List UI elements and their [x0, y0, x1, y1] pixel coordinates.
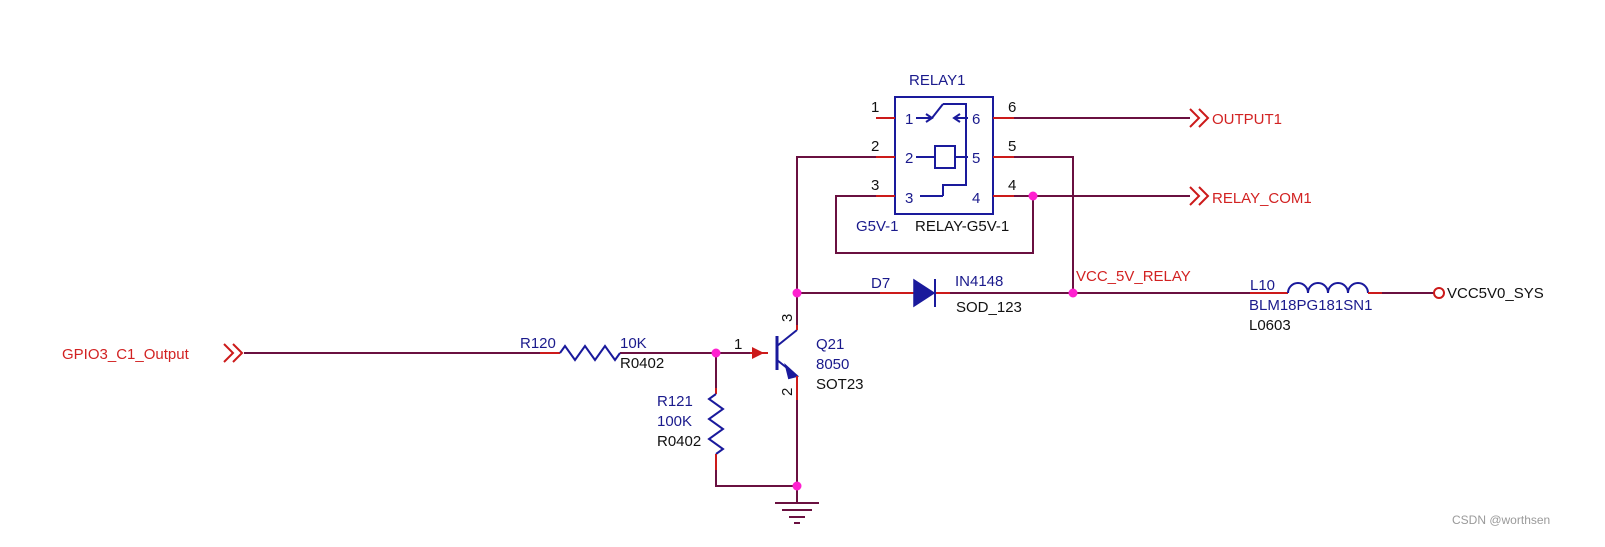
- vcc5v0-sys-port-circle: [1433, 287, 1445, 299]
- relay1-component: RELAY1 1 2 3 4 5 6 1 2 3 4 5 6 G5V-1 REL…: [856, 72, 1016, 235]
- relay-outer-pin-6: 6: [1008, 99, 1016, 116]
- relay-outer-pin-3: 3: [871, 177, 879, 194]
- relay-internal-bus: [920, 103, 967, 197]
- q21-footprint: SOT23: [816, 376, 864, 393]
- relay-inner-pin-3: 3: [905, 190, 913, 207]
- junction-vcc-node: [1068, 288, 1078, 298]
- q21-pin-collector: 3: [779, 314, 796, 322]
- r121-refdes: R121: [657, 393, 693, 410]
- relay-value: G5V-1: [856, 218, 899, 235]
- relay-inner-pin-4: 4: [972, 190, 980, 207]
- r120-value: 10K: [620, 335, 647, 352]
- q21-emitter-arrow: [784, 363, 800, 380]
- watermark-text: CSDN @worthsen: [1452, 513, 1550, 527]
- junctions: [711, 191, 1078, 491]
- diode-value: IN4148: [955, 273, 1003, 290]
- net-ports: GPIO3_C1_Output OUTPUT1 RELAY_COM1 VCC_5…: [62, 108, 1544, 363]
- r121-value: 100K: [657, 413, 692, 430]
- wire-relay-pin5-to-vcc: [1014, 156, 1074, 293]
- wires: [244, 117, 1434, 502]
- relay-coil: [934, 145, 956, 169]
- junction-base-node: [711, 348, 721, 358]
- relay-outer-pin-2: 2: [871, 138, 879, 155]
- q21-collector-line: [776, 329, 798, 347]
- relay-outer-pin-5: 5: [1008, 138, 1016, 155]
- net-label-vcc-5v-relay: VCC_5V_RELAY: [1076, 268, 1191, 285]
- inductor-value: BLM18PG181SN1: [1249, 297, 1372, 314]
- diode-footprint: SOD_123: [956, 299, 1022, 316]
- q21-base-arrow: [752, 347, 764, 359]
- wire-r121-to-ground-rail: [715, 470, 797, 487]
- net-label-vcc5v0-sys: VCC5V0_SYS: [1447, 285, 1544, 302]
- relay-switch-arrow: [925, 113, 934, 123]
- relay-inner-pin-6: 6: [972, 111, 980, 128]
- r120-zigzag: [559, 344, 621, 362]
- q21-pin-emitter: 2: [779, 388, 796, 396]
- relay-com1-port-chevron: [1189, 186, 1210, 206]
- wire-collector-to-relay-pin2: [796, 156, 876, 325]
- net-label-output1: OUTPUT1: [1212, 111, 1282, 128]
- gpio-port-chevron: [223, 343, 244, 363]
- relay-inner-pin-5: 5: [972, 150, 980, 167]
- resistor-r120-component: R120 10K R0402: [520, 335, 664, 372]
- relay-outer-pin-4: 4: [1008, 177, 1016, 194]
- inductor-footprint: L0603: [1249, 317, 1291, 334]
- relay-inner-pin-2: 2: [905, 150, 913, 167]
- r120-refdes: R120: [520, 335, 556, 352]
- diode-refdes: D7: [871, 275, 890, 292]
- output1-port-chevron: [1189, 108, 1210, 128]
- net-label-gpio3-c1-output: GPIO3_C1_Output: [62, 346, 190, 363]
- relay-refdes: RELAY1: [909, 72, 965, 89]
- diode-triangle: [913, 278, 936, 308]
- inductor-coil: [1287, 282, 1369, 294]
- net-label-relay-com1: RELAY_COM1: [1212, 190, 1312, 207]
- r120-footprint: R0402: [620, 355, 664, 372]
- r121-footprint: R0402: [657, 433, 701, 450]
- transistor-q21-component: 1 3 2 Q21 8050 SOT23: [734, 314, 864, 400]
- relay-outer-pin-1: 1: [871, 99, 879, 116]
- r121-zigzag: [707, 393, 725, 455]
- relay-inner-pin-1: 1: [905, 111, 913, 128]
- junction-collector-node: [792, 288, 802, 298]
- wire-relay-pin3-pin4-loop: [835, 195, 1034, 254]
- q21-value: 8050: [816, 356, 849, 373]
- relay-body: [894, 96, 994, 215]
- inductor-refdes: L10: [1250, 277, 1275, 294]
- junction-ground-node: [792, 481, 802, 491]
- ground-symbol: [775, 502, 819, 524]
- relay-footprint: RELAY-G5V-1: [915, 218, 1009, 235]
- inductor-l10-component: L10 BLM18PG181SN1 L0603: [1249, 277, 1382, 334]
- resistor-r121-component: R121 100K R0402: [657, 388, 725, 470]
- q21-pin-base: 1: [734, 336, 742, 353]
- q21-refdes: Q21: [816, 336, 844, 353]
- junction-relay-pin4: [1028, 191, 1038, 201]
- diode-d7-component: D7 IN4148 SOD_123: [871, 273, 1022, 316]
